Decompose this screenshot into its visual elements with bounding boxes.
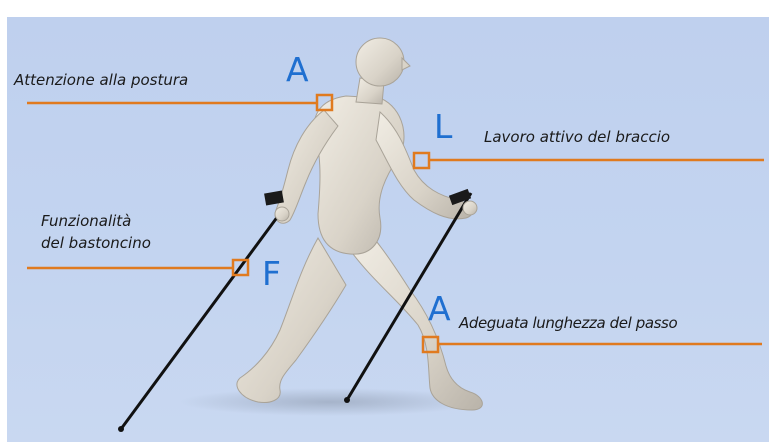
arm-marker <box>414 153 429 168</box>
posture-letter: A <box>286 53 309 87</box>
stride-label: Adeguata lunghezza del passo <box>459 314 677 332</box>
pole-label-line2: del bastoncino <box>41 234 151 252</box>
right-hand <box>463 201 477 215</box>
pole-label-line1: Funzionalità <box>41 212 131 230</box>
left-pole-tip <box>118 426 124 432</box>
head <box>356 38 404 86</box>
posture-label: Attenzione alla postura <box>14 71 188 89</box>
stride-letter: A <box>428 292 451 326</box>
nose <box>402 58 410 70</box>
left-hand <box>275 207 289 221</box>
back-leg <box>237 238 346 403</box>
arm-letter: L <box>434 110 452 144</box>
pole-letter: F <box>262 257 281 291</box>
arm-label: Lavoro attivo del braccio <box>484 128 670 146</box>
right-pole-tip <box>344 397 350 403</box>
